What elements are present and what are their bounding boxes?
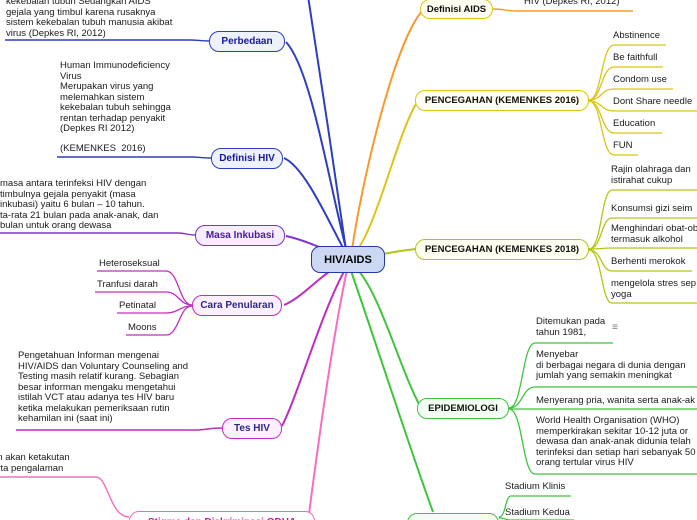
leaf-menyerang[interactable]: Menyerang pria, wanita serta anak-ak (536, 395, 695, 406)
edge-top-offscreen (307, 0, 347, 251)
note-definisi-hiv-ref[interactable]: (KEMENKES 2016) (60, 143, 146, 154)
edge-stigma (308, 269, 348, 515)
leaf-ditemukan-1981[interactable]: Ditemukan pada tahun 1981, (536, 316, 606, 338)
edge-fun (588, 100, 638, 156)
edge-definisi-aids (351, 9, 424, 251)
leaf-condom-use[interactable]: Condom use (613, 74, 667, 85)
leaf-moons[interactable]: Moons (128, 322, 157, 333)
edge-mengelola (588, 249, 697, 304)
edge-befaithfull (588, 66, 663, 101)
edge-stigma-note (0, 476, 130, 518)
edge-definisi-hiv-note (57, 156, 212, 159)
edge-definisi-hiv (283, 157, 349, 258)
node-cara-penularan[interactable]: Cara Penularan (192, 295, 282, 316)
leaf-menghindari-obat[interactable]: Menghindari obat-ob termasuk alkohol (611, 223, 697, 245)
edge-tes-hiv (281, 267, 347, 427)
leaf-berhenti-merokok[interactable]: Berhenti merokok (611, 256, 686, 267)
root-node[interactable]: HIV/AIDS (311, 246, 385, 273)
edge-tes-note (16, 427, 223, 431)
leaf-menyebar[interactable]: Menyebar di berbagai negara di dunia den… (536, 349, 686, 381)
leaf-abstinence[interactable]: Abstinence (613, 30, 661, 41)
edge-who (508, 408, 697, 475)
leaf-petinatal[interactable]: Petinatal (119, 300, 156, 311)
edge-tranfusi (95, 291, 193, 306)
leaf-stadium-klinis[interactable]: Stadium Klinis (505, 481, 566, 492)
leaf-be-faithfull[interactable]: Be faithfull (613, 52, 658, 63)
edge-stadium-klinis (498, 495, 571, 518)
edge-ditemukan (508, 342, 613, 409)
node-stadium[interactable] (407, 513, 499, 520)
edge-moons (126, 305, 193, 336)
node-pencegahan-2016[interactable]: PENCEGAHAN (KEMENKES 2016) (415, 90, 589, 111)
leaf-fun[interactable]: FUN (613, 140, 633, 151)
leaf-heteroseksual[interactable]: Heteroseksual (99, 258, 160, 269)
edge-epidemiologi (351, 263, 421, 407)
node-definisi-aids[interactable]: Definisi AIDS (420, 0, 493, 19)
edge-condomuse (588, 88, 673, 101)
edge-heteroseksual (97, 270, 193, 306)
details-icon[interactable]: ≡ (612, 322, 618, 333)
leaf-education[interactable]: Education (613, 118, 656, 129)
edge-perbedaan (285, 41, 349, 257)
node-masa-inkubasi[interactable]: Masa Inkubasi (195, 225, 285, 246)
note-masa-inkubasi[interactable]: masa antara terinfeksi HIV dengan timbul… (0, 178, 159, 231)
leaf-mengelola-stres[interactable]: mengelola stres sep yoga (611, 278, 697, 300)
node-stigma[interactable]: Stigma dan Diskriminasi ODHA (129, 511, 315, 520)
note-tes-hiv[interactable]: Pengetahuan Informan mengenai HIV/AIDS d… (18, 350, 189, 424)
note-perbedaan[interactable]: kekebalan tubuh Sedangkan AIDS gejala ya… (6, 0, 173, 39)
edge-konsumsi (588, 217, 697, 250)
note-stigma[interactable]: an akan ketakutan erta pengalaman (0, 452, 70, 474)
edge-rajin (588, 189, 697, 250)
leaf-dont-share-needle[interactable]: Dont Share needle (613, 96, 693, 107)
edge-menghindari (588, 247, 697, 250)
leaf-tranfusi-darah[interactable]: Tranfusi darah (97, 279, 158, 290)
leaf-who[interactable]: World Health Organisation (WHO) memperki… (536, 415, 696, 468)
leaf-konsumsi-gizi[interactable]: Konsumsi gizi seim (611, 203, 693, 214)
edge-pencegahan-2016 (354, 100, 419, 254)
edge-menyebar (508, 386, 697, 409)
edge-stadium (349, 267, 434, 513)
note-definisi-aids[interactable]: HIV (Depkes RI, 2012) (524, 0, 620, 7)
node-definisi-hiv[interactable]: Definisi HIV (211, 148, 283, 169)
node-epidemiologi[interactable]: EPIDEMIOLOGI (417, 398, 509, 419)
node-pencegahan-2018[interactable]: PENCEGAHAN (KEMENKES 2018) (415, 239, 589, 260)
note-definisi-hiv[interactable]: Human Immunodeficiency Virus Merupakan v… (60, 60, 171, 134)
edge-masa-note (0, 232, 196, 236)
edge-aids-note (492, 8, 633, 12)
node-perbedaan[interactable]: Perbedaan (209, 31, 285, 52)
node-tes-hiv[interactable]: Tes HIV (222, 418, 282, 439)
leaf-rajin-olahraga[interactable]: Rajin olahraga dan istirahat cukup (611, 164, 691, 186)
leaf-stadium-kedua[interactable]: Stadium Kedua (505, 507, 570, 518)
edge-abstinence (588, 44, 666, 101)
edge-perbedaan-note (5, 39, 210, 42)
